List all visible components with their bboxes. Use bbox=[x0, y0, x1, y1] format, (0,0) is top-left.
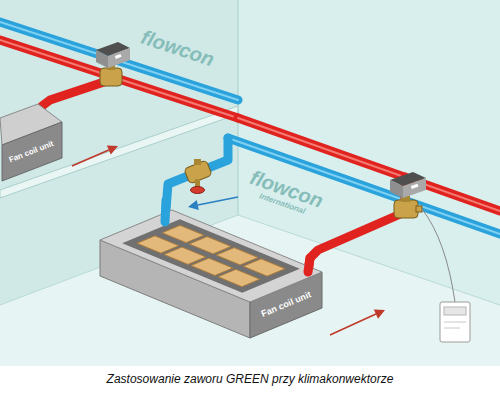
arrow-head bbox=[107, 145, 118, 154]
actuator-front bbox=[108, 48, 130, 68]
thermostat-display bbox=[444, 307, 466, 315]
valve-port bbox=[416, 206, 422, 212]
pipes-right bbox=[165, 118, 500, 272]
actuator-label bbox=[115, 54, 122, 59]
actuator-side bbox=[390, 180, 403, 198]
coil-fins bbox=[137, 225, 285, 286]
balancing-valve bbox=[184, 159, 212, 194]
wall bbox=[0, 0, 500, 366]
control-wire bbox=[422, 209, 455, 302]
pipe-highlight bbox=[228, 138, 500, 234]
arrow-line bbox=[198, 197, 238, 205]
arrow-head bbox=[188, 200, 199, 210]
return-pipe bbox=[0, 22, 238, 100]
pipe-highlight bbox=[238, 118, 500, 211]
actuator-label bbox=[411, 184, 419, 189]
valve-port bbox=[194, 159, 201, 165]
thermostat-body bbox=[440, 302, 470, 342]
arrow-head bbox=[374, 310, 385, 319]
thermostat-detail bbox=[444, 328, 460, 329]
valve-handwheel bbox=[191, 187, 205, 194]
pipe-highlight bbox=[0, 22, 238, 100]
fan-coil-unit-left bbox=[0, 104, 62, 181]
wall-corner bbox=[238, 0, 239, 215]
thermostat-detail bbox=[444, 322, 466, 323]
valve-body bbox=[100, 68, 122, 86]
return-stub bbox=[165, 200, 166, 222]
fan-coil-unit bbox=[100, 210, 322, 338]
supply-stub bbox=[308, 258, 310, 272]
control-valve-left bbox=[96, 42, 130, 86]
flow-arrow bbox=[72, 145, 118, 166]
valve-body bbox=[394, 200, 418, 218]
actuator-side bbox=[96, 50, 108, 68]
supply-pipe bbox=[238, 118, 500, 211]
unit-cutaway bbox=[122, 219, 300, 293]
control-valve bbox=[390, 172, 426, 218]
room-thermostat bbox=[440, 302, 470, 342]
arrow-line bbox=[330, 314, 376, 335]
return-branch bbox=[165, 138, 228, 222]
supply-branch bbox=[40, 80, 110, 116]
flow-arrow bbox=[330, 310, 385, 335]
caption: Zastosowanie zaworu GREEN przy klimakonw… bbox=[0, 372, 500, 386]
unit-top bbox=[100, 210, 322, 302]
return-pipe bbox=[228, 138, 500, 234]
unit-end bbox=[2, 122, 62, 181]
actuator-front bbox=[403, 178, 426, 198]
flow-arrow bbox=[188, 197, 238, 210]
pipes-left bbox=[0, 22, 238, 118]
arrow-line bbox=[72, 150, 109, 166]
